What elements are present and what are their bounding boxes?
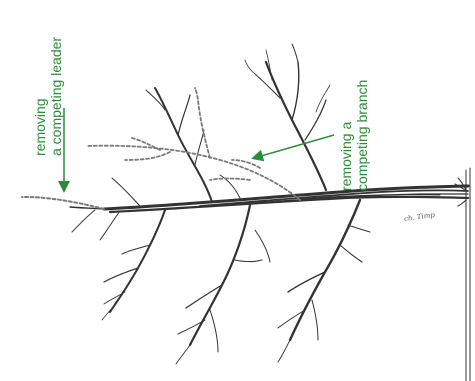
branch-caption-line1: removing a	[338, 80, 354, 191]
leader-caption-line1: removing	[32, 37, 48, 156]
lower-branches	[72, 200, 370, 364]
leader-caption: removing a competing leader	[32, 37, 64, 156]
removed-branch	[88, 88, 300, 200]
branch-caption-line2: competing branch	[354, 80, 370, 191]
branch-caption: removing a competing branch	[338, 80, 370, 191]
removed-leader	[22, 197, 104, 209]
upper-branches	[112, 44, 330, 206]
leader-caption-line2: a competing leader	[48, 37, 64, 156]
arrow-left-icon	[254, 135, 334, 158]
trunk-base	[455, 168, 470, 381]
trunk	[70, 186, 468, 212]
